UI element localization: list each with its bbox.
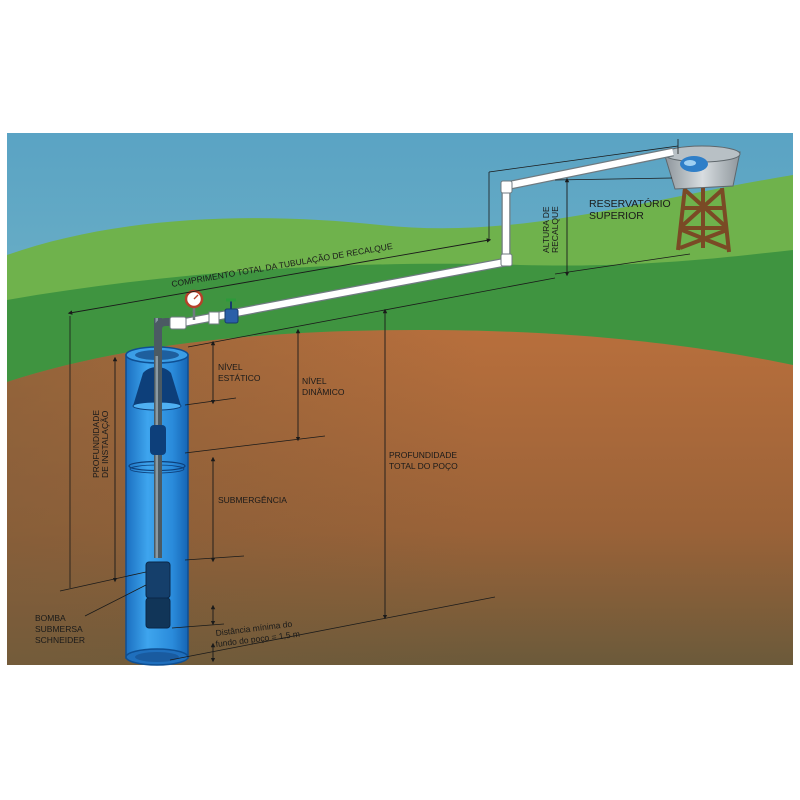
bomba-label-line3: SCHNEIDER [35,635,85,645]
wellhead-elbow [154,318,180,356]
dimension-lines [59,139,691,663]
profundidade-total-label-line1: PROFUNDIDADE [389,450,457,460]
submergencia-label: SUBMERGÊNCIA [218,495,287,505]
landscape-background [7,133,793,665]
comprimento-dimension [67,238,492,315]
gate-valve-icon [224,308,239,324]
nivel-dinamico-label-line1: NÍVEL [302,376,327,386]
well-shaft [125,318,189,666]
profundidade-instalacao-label-line2: DE INSTALAÇÃO [100,410,110,478]
nivel-estatico-label-line1: NÍVEL [218,362,243,372]
pipe-coupling [169,316,187,330]
tower-legs [676,187,731,253]
profundidade-total-label-line2: TOTAL DO POÇO [389,461,458,471]
water-tower [663,145,741,253]
pump-motor [145,561,171,599]
reservatorio-label-line2: SUPERIOR [589,210,644,222]
bomba-label-line1: BOMBA [35,613,66,623]
bomba-label-line2: SUBMERSA [35,624,83,634]
reservatorio-label-line1: RESERVATÓRIO [589,197,671,210]
pipe-elbow-high [500,180,513,194]
altura-label-line2: RECALQUE [550,206,560,253]
tank-water-highlight [684,160,696,166]
profundidade-instalacao-label-line1: PROFUNDIDADE [91,410,101,478]
pipe-elbow-low [500,253,513,267]
nivel-estatico-label-line2: ESTÁTICO [218,373,261,383]
nivel-dinamico-label-line2: DINÂMICO [302,387,345,397]
check-valve [150,425,166,455]
soil-shadow [7,330,793,665]
altura-label-line1: ALTURA DE [541,206,551,253]
pump-body [145,597,171,629]
